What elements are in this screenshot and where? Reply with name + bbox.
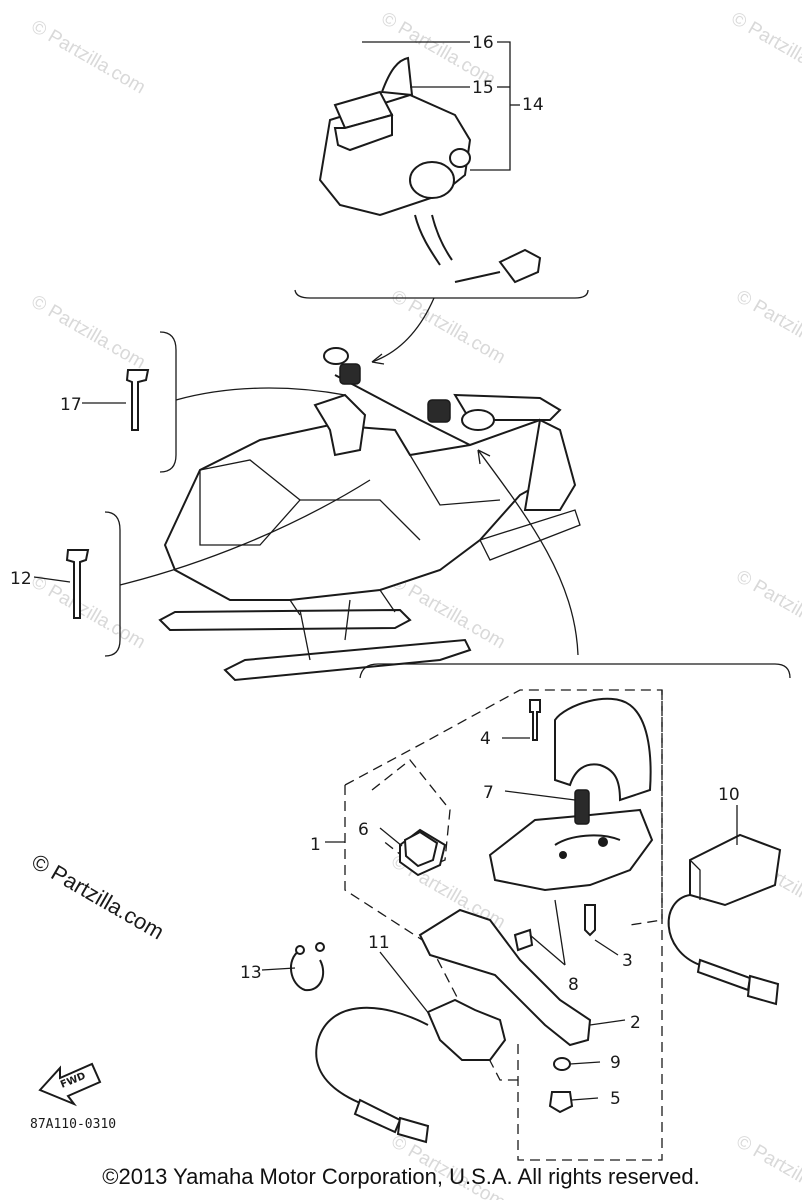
callout-2: 2: [630, 1013, 641, 1033]
callout-15: 15: [472, 78, 494, 98]
callout-8: 8: [568, 975, 579, 995]
brake-lever-assembly: [261, 663, 791, 1161]
callout-4: 4: [480, 729, 491, 749]
callout-1: 1: [310, 835, 321, 855]
callout-14: 14: [522, 95, 544, 115]
cable-leaders: [119, 387, 579, 656]
diagram-code: 87A110-0310: [30, 1117, 116, 1132]
watermark-text: © Partzilla.com: [728, 8, 802, 90]
callout-9: 9: [610, 1053, 621, 1073]
watermark-text: © Partzilla.com: [733, 566, 802, 648]
snowmobile-body: [158, 347, 581, 682]
cable-tie-12: 12: [10, 511, 121, 657]
callout-10: 10: [718, 785, 740, 805]
callout-11: 11: [368, 933, 390, 953]
callout-16: 16: [472, 33, 494, 53]
callout-6: 6: [358, 820, 369, 840]
callout-7: 7: [483, 783, 494, 803]
callout-12: 12: [10, 569, 32, 589]
cable-tie-17: 17: [60, 331, 177, 473]
watermark-text: © Partzilla.com: [733, 286, 802, 368]
watermark-text: © Partzilla.com: [28, 571, 149, 653]
callout-5: 5: [610, 1089, 621, 1109]
throttle-housing-assembly: 16 15 14: [294, 33, 589, 365]
watermark-text: © Partzilla.com: [28, 291, 149, 373]
callout-13: 13: [240, 963, 262, 983]
forward-arrow-icon: FWD: [38, 1062, 102, 1107]
watermark-text: © Partzilla.com: [28, 16, 149, 98]
partzilla-watermark: © Partzilla.com: [28, 849, 169, 945]
copyright-notice: ©2013 Yamaha Motor Corporation, U.S.A. A…: [102, 1164, 700, 1189]
callout-3: 3: [622, 951, 633, 971]
callout-17: 17: [60, 395, 82, 415]
